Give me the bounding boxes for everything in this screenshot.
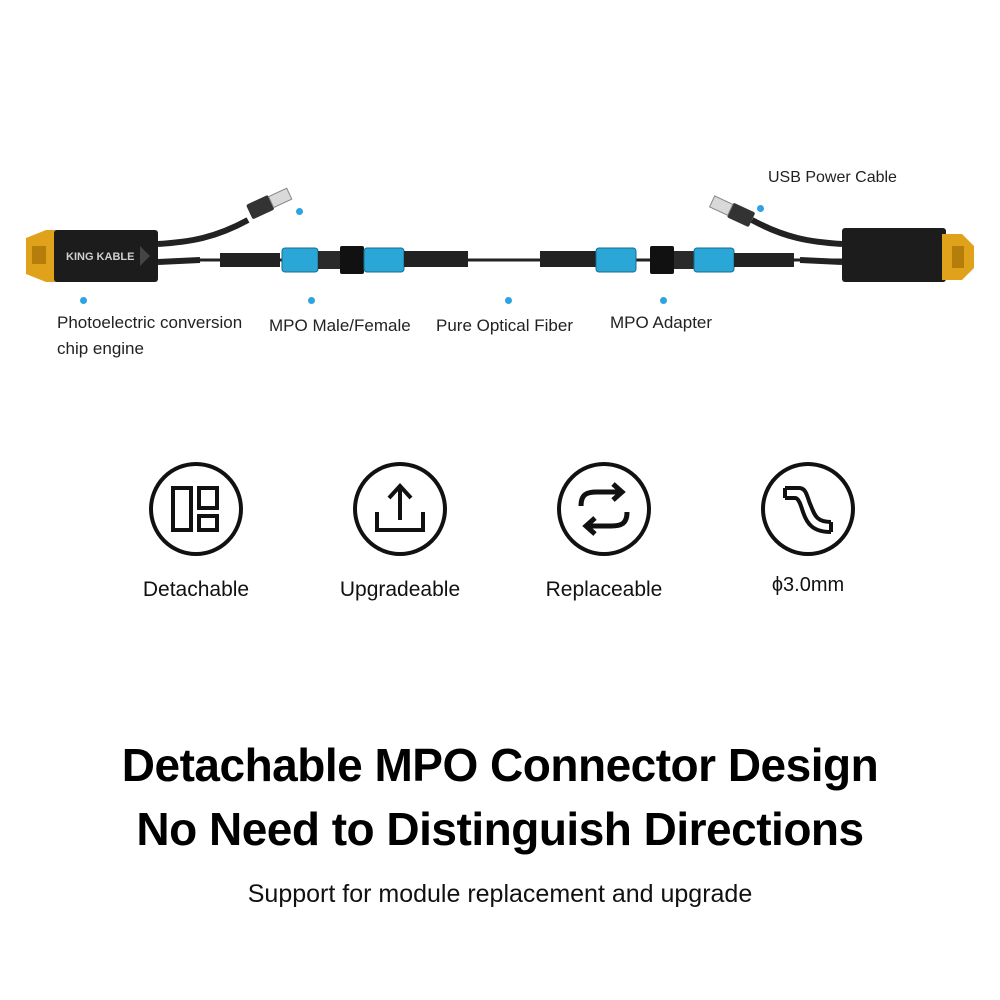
feature-label: Detachable (142, 578, 250, 601)
label-mpo-male-female: MPO Male/Female (269, 316, 411, 335)
callout-dot-mpo-mf (308, 297, 315, 304)
cable-diagram: KING KABLE (26, 187, 974, 282)
feature-label: Upgradeable (339, 578, 461, 601)
feature-diameter: ϕ3.0mm (718, 462, 898, 597)
callout-dot-fiber (505, 297, 512, 304)
callout-dot-adapter (660, 297, 667, 304)
label-chip-engine-line2: chip engine (57, 339, 144, 358)
subtitle: Support for module replacement and upgra… (247, 880, 753, 908)
headline-line1: Detachable MPO Connector Design (121, 739, 879, 791)
bent-cable-icon (783, 486, 833, 534)
label-usb-power-cable: USB Power Cable (768, 169, 897, 186)
feature-detachable: Detachable (106, 462, 286, 602)
callout-dot-usb (296, 208, 303, 215)
label-mpo-adapter: MPO Adapter (610, 313, 713, 332)
left-hdmi-plug (26, 230, 158, 282)
callout-dot-usb-right (757, 205, 764, 212)
brand-label: KING KABLE (66, 251, 134, 263)
detachable-icon (171, 486, 219, 532)
swap-arrows-icon (578, 482, 630, 536)
feature-replaceable: Replaceable (514, 462, 694, 602)
feature-label: Replaceable (545, 578, 663, 601)
right-hdmi-plug (842, 228, 974, 282)
feature-upgradeable: Upgradeable (310, 462, 490, 602)
feature-label: ϕ3.0mm (771, 574, 845, 596)
upload-icon (375, 483, 425, 532)
label-chip-engine-line1: Photoelectric conversion (57, 313, 243, 332)
callout-dot-chip (80, 297, 87, 304)
label-pure-optical-fiber: Pure Optical Fiber (436, 316, 573, 335)
headline-line2: No Need to Distinguish Directions (136, 803, 864, 855)
